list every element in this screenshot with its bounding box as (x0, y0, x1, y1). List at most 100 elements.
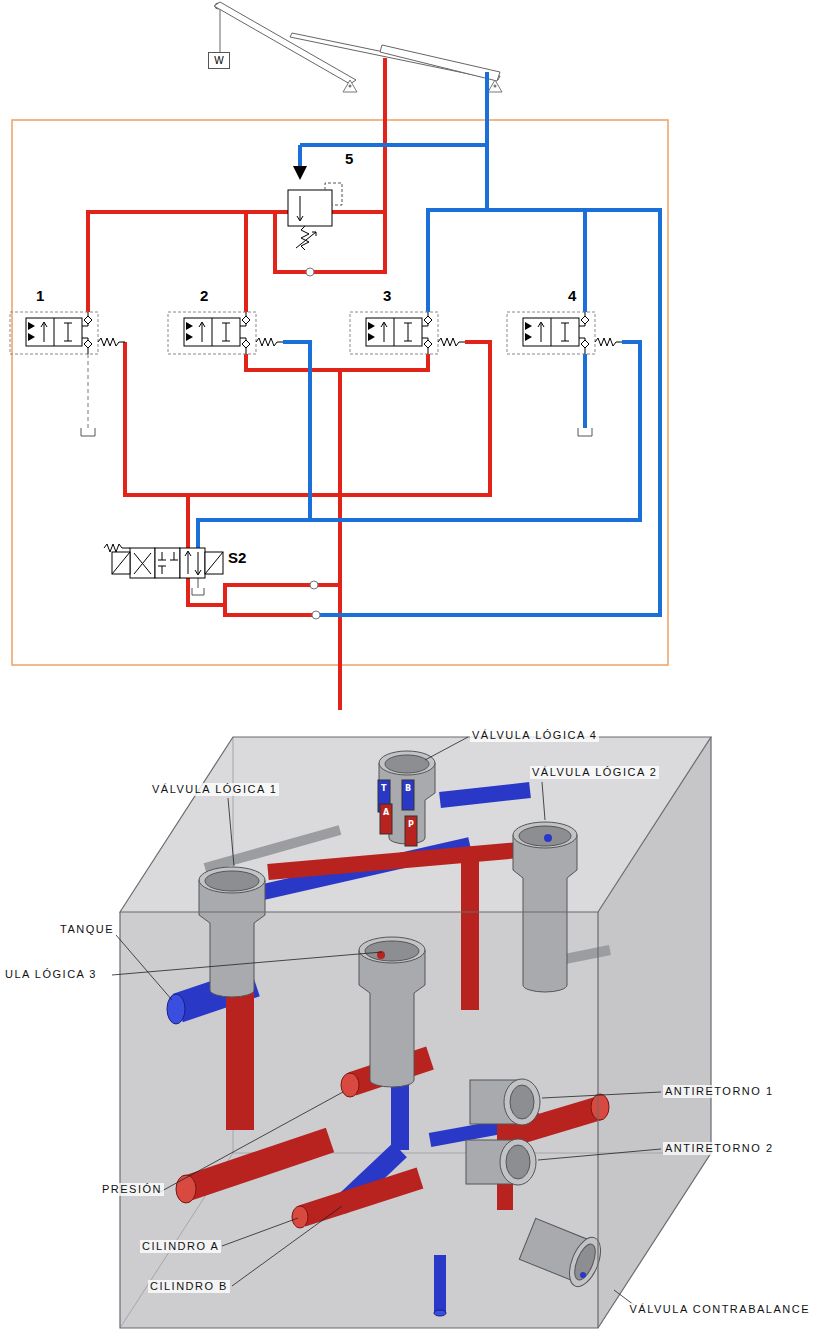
part-label: VÁLVULA LÓGICA 4 (470, 729, 599, 742)
logic-valve-symbol (10, 312, 125, 354)
counterbalance-valve-symbol (296, 232, 316, 248)
valve-cavity (544, 834, 552, 842)
valve-cavity (385, 755, 429, 773)
directional-valve-symbol (112, 552, 130, 574)
valve-cavity (580, 1272, 586, 1278)
directional-valve-symbol (104, 544, 130, 552)
leader-line (160, 1092, 343, 1192)
tank-port (167, 994, 185, 1024)
block-edge (598, 737, 711, 1328)
return-line (583, 210, 587, 312)
leader-line (542, 782, 545, 820)
crane-linkage (349, 85, 352, 88)
crane-linkage (290, 33, 500, 80)
part-label: ANTIRETORNO 1 (663, 1085, 776, 1098)
valve-cavity (359, 950, 425, 1087)
return-channel (440, 790, 530, 800)
valve-cavity (518, 1215, 607, 1291)
tank-symbol (81, 428, 592, 595)
pressure-line (225, 585, 340, 605)
valve-cavity (205, 871, 259, 891)
port-pin (405, 816, 417, 846)
return-line (198, 342, 640, 548)
directional-valve-symbol (130, 548, 155, 578)
return-line (283, 342, 310, 520)
pressure-port (591, 1094, 609, 1120)
tank-symbol (81, 428, 95, 436)
part-label: VÁLVULA LÓGICA 2 (530, 766, 659, 779)
port-letter: B (405, 784, 411, 793)
check-valve-symbol (306, 268, 320, 619)
counterbalance-valve-symbol (297, 196, 303, 221)
pressure-line (225, 605, 312, 615)
pressure-line (125, 342, 490, 495)
logic-valve-symbol (350, 312, 465, 354)
callout-number: 3 (383, 287, 391, 304)
leader-line (542, 1092, 661, 1098)
crane-linkage (214, 2, 502, 92)
valve-cavity (506, 1145, 530, 1179)
leader-line (538, 1149, 661, 1160)
part-label: CILINDRO B (148, 1280, 230, 1293)
valve-cavity (570, 1241, 599, 1282)
check-valve-symbol (306, 268, 314, 276)
return-line (300, 143, 487, 147)
callout-number: 1 (36, 287, 44, 304)
pressure-channel (461, 860, 479, 1010)
callout-number: S2 (228, 549, 246, 566)
valve-cavity (199, 751, 607, 1291)
leader-line (425, 737, 468, 760)
drain-line (88, 354, 89, 428)
part-label: VÁLVULA CONTRABALANCE (628, 1303, 812, 1316)
weight-box: W (208, 52, 230, 69)
logic-valve-symbol (168, 312, 283, 354)
directional-valve-symbol (134, 553, 151, 574)
block-edge (120, 737, 711, 1328)
crane-linkage (380, 45, 500, 81)
leader-line (112, 952, 382, 975)
port-pin (378, 780, 417, 846)
manifold-block (120, 737, 711, 1328)
leader-line (228, 798, 234, 866)
part-label: TANQUE (58, 923, 116, 936)
return-line (583, 354, 587, 428)
return-line (485, 72, 489, 210)
counterbalance-valve-symbol (325, 183, 342, 205)
crane-linkage (220, 8, 221, 52)
counterbalance-valve-symbol (293, 166, 307, 180)
valve-cavity (379, 751, 435, 775)
directional-valve-symbol (185, 551, 201, 575)
pressure-port (176, 1073, 609, 1228)
leader-line (222, 1218, 298, 1246)
valve-cavity (199, 867, 265, 893)
leader-line (112, 737, 661, 1305)
pressure-line (188, 578, 225, 605)
pressure-line (338, 370, 342, 710)
manifold-block (598, 737, 711, 1328)
leader-line (232, 1206, 342, 1286)
valve-cavity (513, 835, 577, 992)
return-channel (434, 1255, 446, 1312)
pressure-line (88, 58, 490, 710)
directional-valve-symbol (180, 548, 205, 578)
part-label: ULA LÓGICA 3 (3, 968, 99, 981)
pressure-line (246, 354, 428, 370)
pressure-port (176, 1175, 196, 1203)
counterbalance-valve-symbol (288, 166, 342, 250)
valve-cavity (359, 937, 425, 963)
pressure-line (332, 58, 385, 212)
valve-cavity (513, 822, 577, 848)
tank-symbol (192, 578, 204, 595)
pressure-port (292, 1206, 308, 1228)
valve-cavity (365, 941, 419, 961)
return-line (298, 145, 302, 166)
node-text: W (214, 55, 223, 66)
pressure-line (186, 495, 190, 548)
port-letter: A (383, 808, 389, 817)
valve-cavity (500, 1139, 536, 1185)
valve-cavity (504, 1079, 540, 1125)
pressure-port (341, 1073, 359, 1097)
valve-cavity (510, 1085, 534, 1119)
